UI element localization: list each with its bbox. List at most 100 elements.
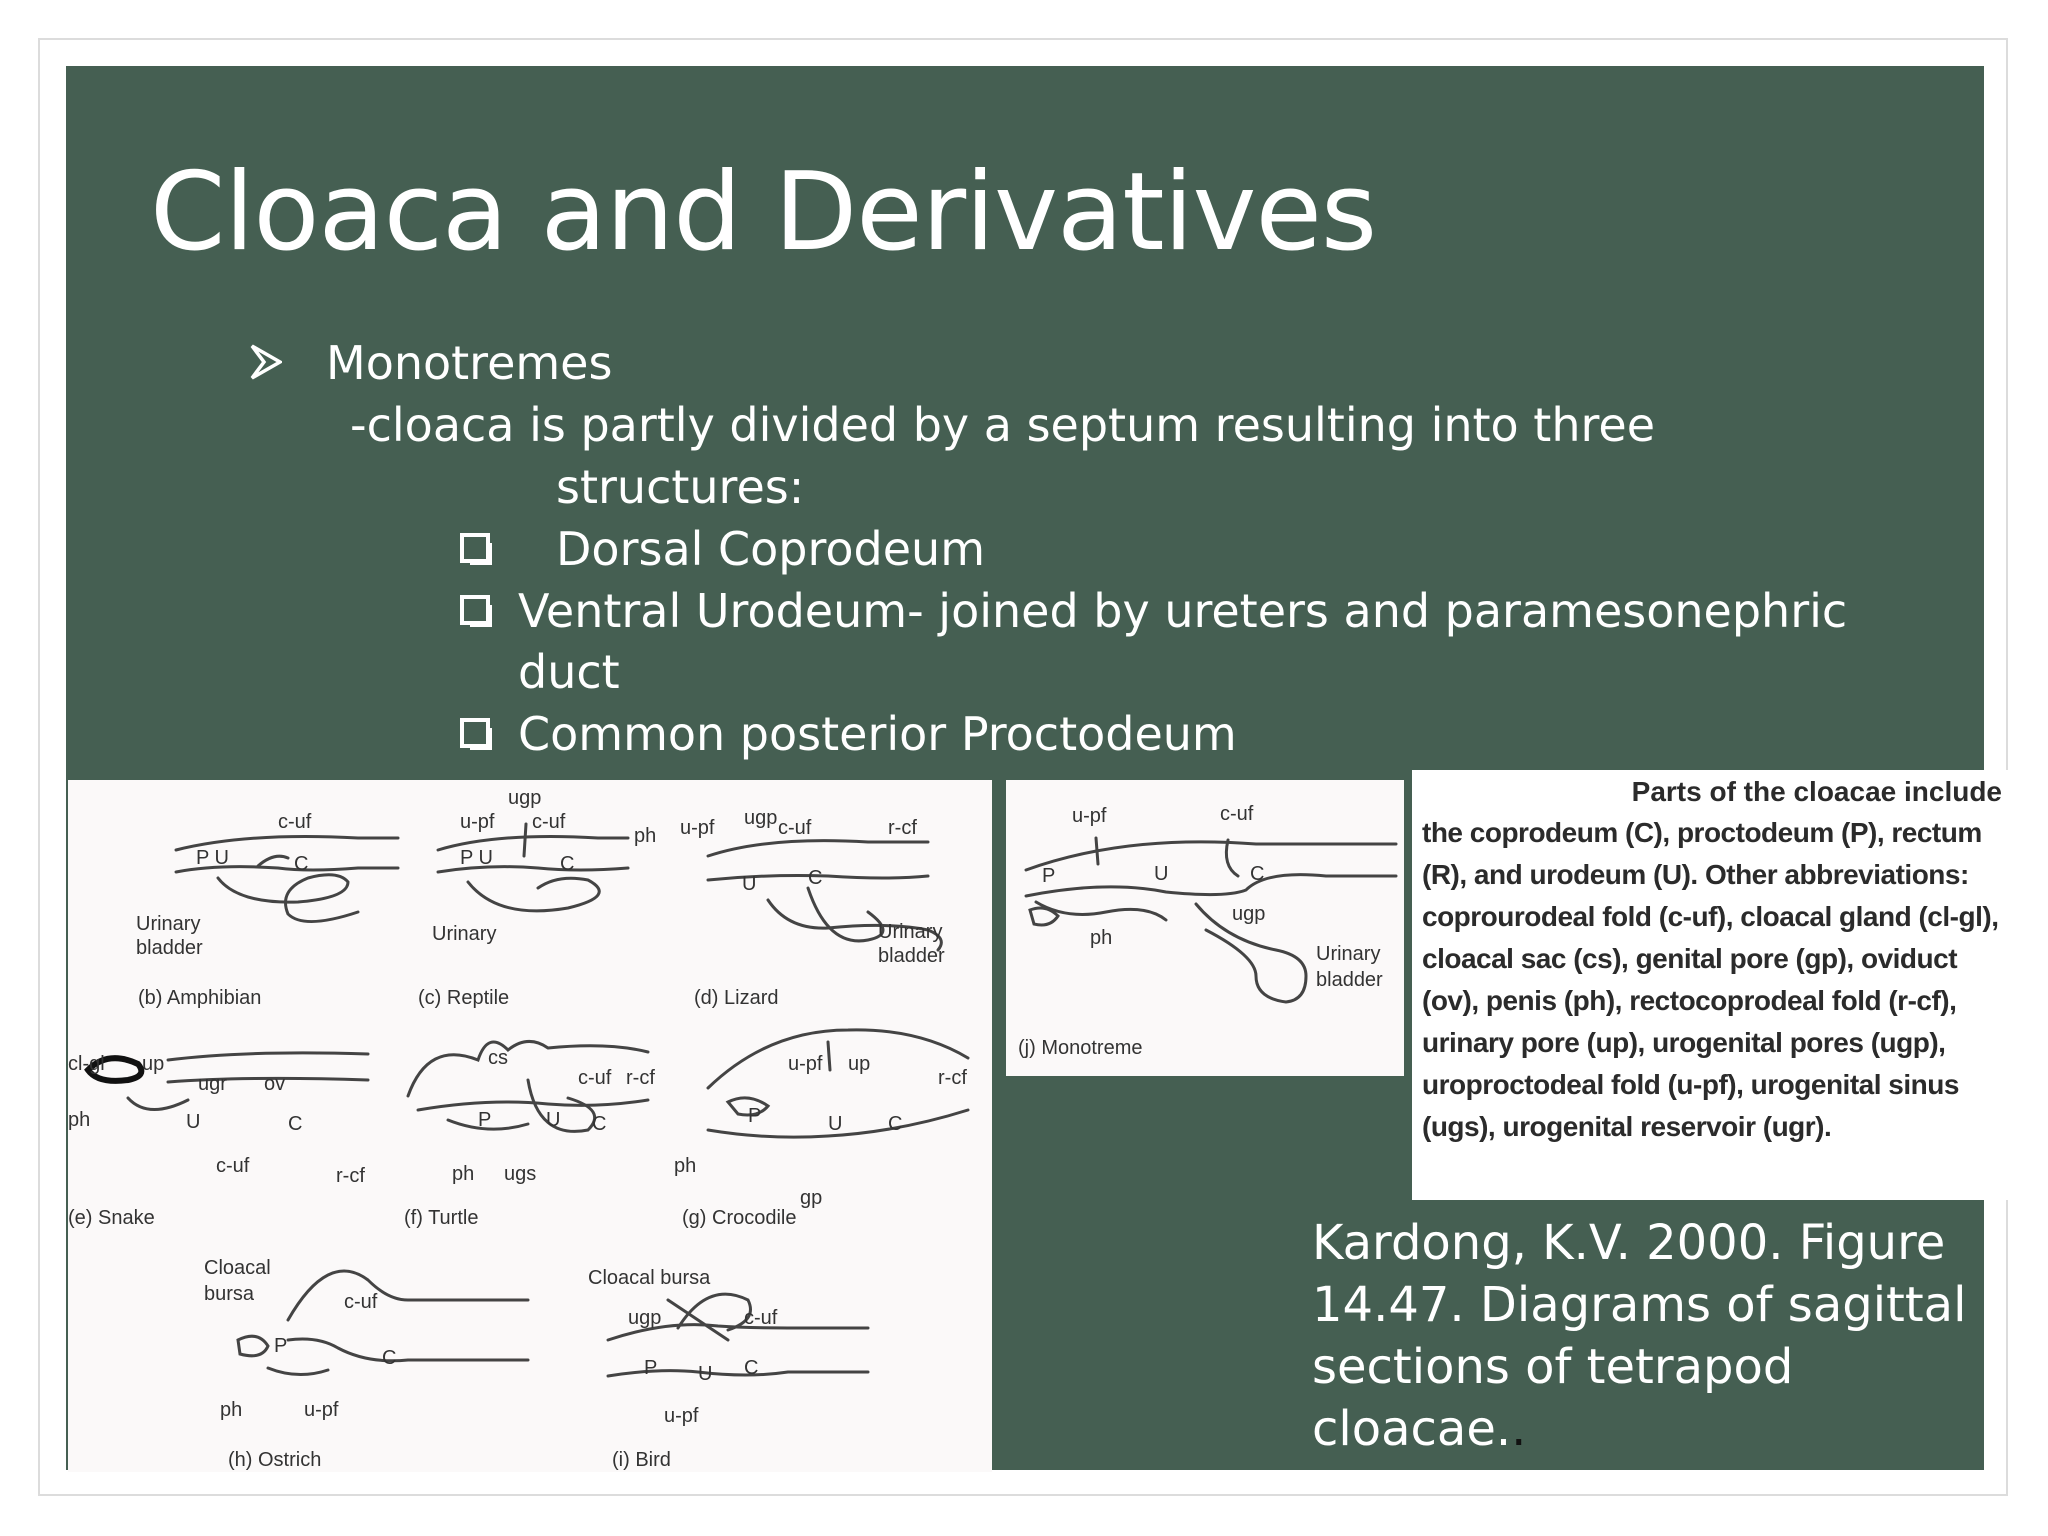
monotreme-diagram-panel: u-pf c-uf P U C ugp ph Urinary bladder (…	[1006, 780, 1404, 1076]
label-cs: cs	[488, 1047, 508, 1069]
checkbox-bullet-icon	[460, 595, 492, 627]
label-u: U	[742, 873, 756, 895]
label-c: C	[888, 1113, 902, 1135]
checkbox-bullet-icon	[460, 533, 492, 565]
label-c-uf: c-uf	[744, 1307, 778, 1329]
label-p: P	[748, 1105, 761, 1127]
label-ugp: ugp	[628, 1307, 661, 1329]
cloaca-diagrams: c-uf P U C Urinary bladder (b) Amphibian…	[68, 787, 970, 1471]
label-c-uf: c-uf	[278, 811, 312, 833]
arrow-bullet-icon	[250, 344, 282, 380]
label-r-cf: r-cf	[888, 817, 917, 839]
label-p: P	[644, 1357, 657, 1379]
label-c: C	[808, 867, 822, 889]
label-c: C	[560, 853, 574, 875]
label-u: U	[828, 1113, 842, 1135]
label-r-cf: r-cf	[336, 1165, 365, 1187]
label-pu: P U	[460, 847, 493, 869]
label-u-pf: u-pf	[304, 1399, 339, 1421]
item-ventral-urodeum: Ventral Urodeum- joined by ureters and p…	[518, 584, 1848, 638]
label-u: U	[186, 1111, 200, 1133]
label-u: U	[698, 1363, 712, 1385]
caption-g: (g) Crocodile	[682, 1207, 796, 1229]
label-c: C	[294, 853, 308, 875]
checkbox-bullet-icon	[460, 718, 492, 750]
item-ventral-urodeum-cont: duct	[518, 645, 620, 699]
label-urinary: Urinary	[878, 921, 942, 943]
label-c: C	[592, 1113, 606, 1135]
label-c-uf: c-uf	[578, 1067, 612, 1089]
figure-citation: Kardong, K.V. 2000. Figure 14.47. Diagra…	[1312, 1212, 2012, 1460]
label-urinary: Urinary	[1316, 943, 1380, 965]
slide-frame	[38, 38, 2008, 1496]
sub-text-line2: structures:	[556, 460, 805, 514]
legend-title: Parts of the cloacae include	[1631, 776, 2002, 807]
label-ugr: ugr	[198, 1073, 227, 1095]
label-bladder: bladder	[136, 937, 203, 959]
label-u: U	[546, 1109, 560, 1131]
label-r-cf: r-cf	[938, 1067, 967, 1089]
label-c: C	[1250, 863, 1264, 885]
citation-trailing-dot: .	[1511, 1401, 1527, 1457]
label-p: P	[1042, 865, 1055, 887]
label-r-cf: r-cf	[626, 1067, 655, 1089]
label-pu: P U	[196, 847, 229, 869]
caption-e: (e) Snake	[68, 1207, 155, 1229]
label-u-pf: u-pf	[460, 811, 495, 833]
caption-c: (c) Reptile	[418, 987, 509, 1009]
label-cloacal: Cloacal	[204, 1257, 271, 1279]
label-ph: ph	[1090, 927, 1112, 949]
label-ph: ph	[634, 825, 656, 847]
label-ph: ph	[68, 1109, 90, 1131]
label-cloacal-bursa: Cloacal bursa	[588, 1267, 711, 1289]
label-c-uf: c-uf	[778, 817, 812, 839]
label-p: P	[478, 1109, 491, 1131]
label-c-uf: c-uf	[532, 811, 566, 833]
label-u-pf: u-pf	[664, 1405, 699, 1427]
label-bladder: bladder	[1316, 969, 1383, 991]
item-dorsal-coprodeum: Dorsal Coprodeum	[556, 522, 986, 576]
label-ph: ph	[452, 1163, 474, 1185]
label-cl-gl: cl-gl	[68, 1053, 105, 1075]
label-c: C	[744, 1357, 758, 1379]
caption-d: (d) Lizard	[694, 987, 778, 1009]
label-bladder: bladder	[878, 945, 945, 967]
label-ph: ph	[220, 1399, 242, 1421]
label-p: P	[274, 1335, 287, 1357]
bullet-monotremes: Monotremes	[326, 336, 613, 390]
label-urinary: Urinary	[432, 923, 496, 945]
caption-j: (j) Monotreme	[1018, 1037, 1142, 1059]
label-c: C	[382, 1347, 396, 1369]
caption-i: (i) Bird	[612, 1449, 671, 1471]
label-urinary: Urinary	[136, 913, 200, 935]
label-ugp: ugp	[508, 787, 541, 809]
label-ov: ov	[264, 1073, 285, 1095]
label-up: up	[848, 1053, 870, 1075]
slide-title: Cloaca and Derivatives	[150, 150, 1377, 275]
item-common-proctodeum: Common posterior Proctodeum	[518, 707, 1237, 761]
label-u-pf: u-pf	[788, 1053, 823, 1075]
sub-text-line1: -cloaca is partly divided by a septum re…	[350, 398, 1656, 452]
abbreviation-legend: Parts of the cloacae include the coprode…	[1412, 770, 2012, 1200]
label-c-uf: c-uf	[1220, 803, 1254, 825]
label-ugp: ugp	[744, 807, 777, 829]
caption-h: (h) Ostrich	[228, 1449, 321, 1471]
label-u: U	[1154, 863, 1168, 885]
label-u-pf: u-pf	[680, 817, 715, 839]
label-up: up	[142, 1053, 164, 1075]
caption-b: (b) Amphibian	[138, 987, 261, 1009]
caption-f: (f) Turtle	[404, 1207, 478, 1229]
cloaca-diagram-panel: c-uf P U C Urinary bladder (b) Amphibian…	[68, 780, 992, 1472]
label-c-uf: c-uf	[216, 1155, 250, 1177]
label-ugp: ugp	[1232, 903, 1265, 925]
label-gp: gp	[800, 1187, 822, 1209]
legend-body: the coprodeum (C), proctodeum (P), rectu…	[1422, 817, 1999, 1142]
label-c-uf: c-uf	[344, 1291, 378, 1313]
citation-text: Kardong, K.V. 2000. Figure 14.47. Diagra…	[1312, 1215, 1967, 1457]
monotreme-diagram: u-pf c-uf P U C ugp ph Urinary bladder (…	[1018, 803, 1398, 1059]
label-ugs: ugs	[504, 1163, 536, 1185]
label-ph: ph	[674, 1155, 696, 1177]
label-bursa: bursa	[204, 1283, 255, 1305]
label-c: C	[288, 1113, 302, 1135]
label-u-pf: u-pf	[1072, 805, 1107, 827]
